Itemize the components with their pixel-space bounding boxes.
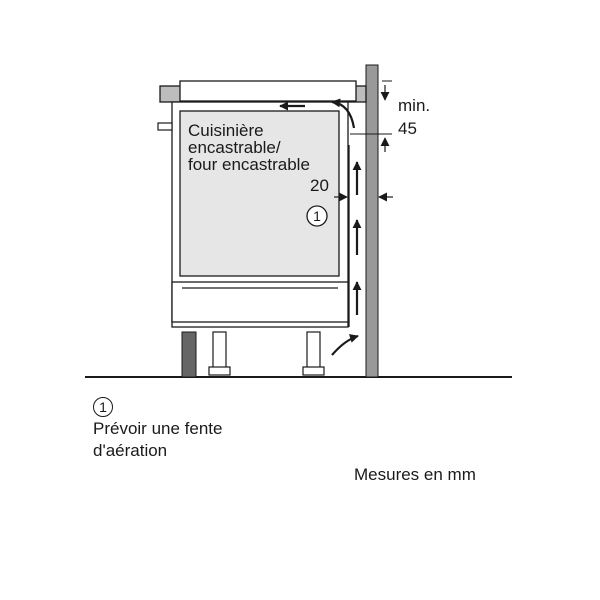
leg-left-foot	[208, 366, 231, 376]
dimension-min-label: min.	[398, 96, 430, 115]
oven-body	[179, 110, 340, 277]
units-note: Mesures en mm	[354, 465, 476, 484]
airflow-curve-bottom	[331, 334, 359, 356]
plinth	[181, 331, 197, 378]
leg-right	[306, 331, 321, 373]
appliance-label-line1: Cuisinière	[188, 121, 264, 140]
dimension-gap-label: 20	[310, 176, 329, 195]
leg-right-foot	[302, 366, 325, 376]
oven-knob	[157, 122, 173, 131]
wall	[365, 64, 379, 378]
callout-number: 1	[313, 208, 321, 224]
legend-callout-number: 1	[93, 397, 113, 417]
appliance-label-line3: four encastrable	[188, 155, 310, 174]
airflow-curve-top	[331, 98, 356, 129]
callout-circle	[306, 205, 328, 227]
drawer	[171, 281, 349, 323]
appliance-label-line2: encastrable/	[188, 138, 281, 157]
dimension-min-value: 45	[398, 119, 417, 138]
legend: 1 Prévoir une fente d'aération	[93, 396, 222, 462]
cooktop	[179, 80, 357, 102]
leg-left	[212, 331, 227, 373]
legend-text-line1: Prévoir une fente	[93, 419, 223, 438]
legend-text-line2: d'aération	[93, 441, 168, 460]
